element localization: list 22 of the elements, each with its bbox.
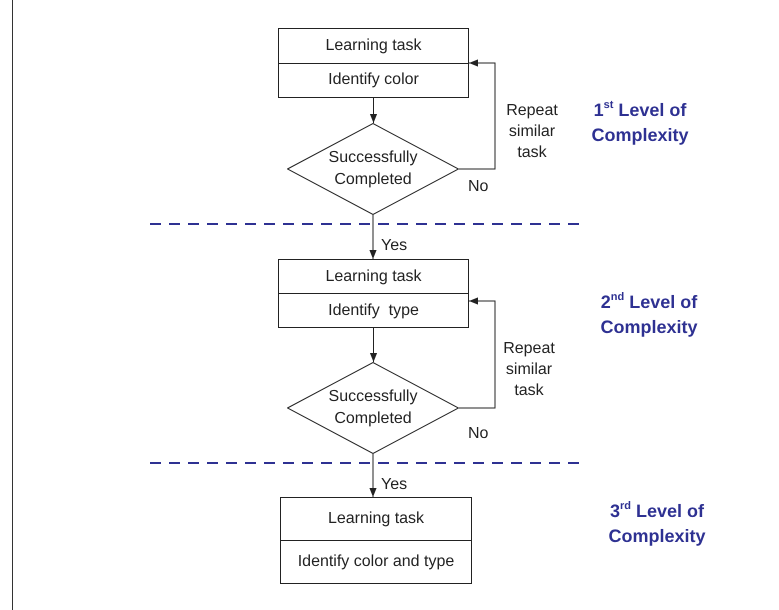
process-box (280, 497, 472, 584)
box-text: Identify type (279, 293, 468, 327)
process-box (278, 259, 469, 328)
arrow (369, 214, 377, 260)
box-heading: Learning task (324, 36, 423, 56)
decision-text: Successfully Completed (328, 387, 418, 429)
level-heading: 3$^{rd}$ Level of Complexity (607, 499, 707, 548)
level-heading: 2$^{nd}$ Level of Complexity (599, 290, 699, 339)
decision-diamond (287, 123, 459, 215)
decision-text: Successfully Completed (328, 148, 418, 190)
box-text: Identify color and type (281, 540, 471, 583)
level-heading: 1$^{st}$ Level of Complexity (590, 98, 690, 147)
arrow (370, 98, 378, 124)
arrow (458, 59, 496, 170)
box-heading: Learning task (326, 509, 426, 529)
decision-diamond (287, 362, 459, 454)
arrow (458, 297, 496, 408)
arrow (369, 454, 377, 498)
process-box (278, 28, 469, 98)
box-heading: Learning task (324, 266, 423, 286)
arrow (370, 328, 378, 362)
box-text: Identify color (279, 62, 468, 97)
